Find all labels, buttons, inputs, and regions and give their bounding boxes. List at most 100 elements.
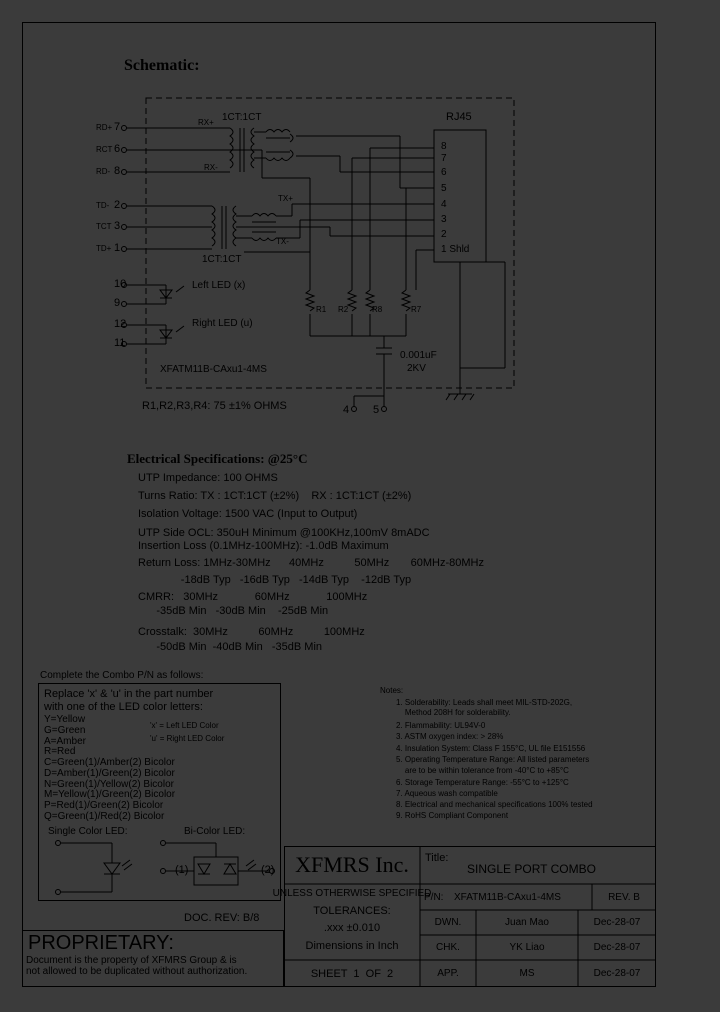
note-item: 6. Storage Temperature Range: -55°C to +…	[396, 778, 569, 787]
dimensions-unit: Dimensions in Inch	[305, 940, 399, 952]
title-label: Title:	[425, 852, 449, 864]
proprietary-text: Document is the property of XFMRS Group …	[26, 955, 237, 966]
row-name: MS	[519, 968, 535, 979]
note-item: Method 208H for solderability.	[396, 708, 511, 717]
proprietary-title: PROPRIETARY:	[28, 932, 174, 954]
color-code: Q=Green(1)/Red(2) Bicolor	[44, 811, 165, 822]
drawing-title: SINGLE PORT COMBO	[467, 862, 596, 876]
resistor-label: R1	[316, 305, 327, 314]
note-item: 2. Flammability: UL94V-0	[396, 721, 486, 730]
color-code: M=Yellow(1)/Green(2) Bicolor	[44, 789, 176, 800]
pin-number: 8	[114, 165, 121, 177]
ratio-top: 1CT:1CT	[222, 112, 262, 123]
rj45-pin: 3	[441, 214, 447, 225]
replace-line: with one of the LED color letters:	[44, 701, 203, 713]
bicolor-pin-1: (1)	[175, 864, 189, 876]
led-pin: 9	[114, 297, 121, 309]
tx-minus-label: TX-	[276, 237, 289, 246]
pin-label: RD+	[96, 123, 113, 132]
bottom-pin: 5	[373, 404, 380, 416]
color-code: C=Green(1)/Amber(2) Bicolor	[44, 757, 175, 768]
led-pin: 12	[114, 318, 127, 330]
sheet-number: SHEET 1 OF 2	[310, 967, 394, 980]
row-name: YK Liao	[509, 942, 545, 953]
ratio-bottom: 1CT:1CT	[202, 254, 242, 265]
rj45-label: RJ45	[446, 111, 472, 123]
tolerance-value: .xxx ±0.010	[323, 922, 381, 934]
resistor-label: R2	[338, 305, 349, 314]
pin-label: TCT	[96, 222, 112, 231]
pin-label: TD+	[96, 244, 112, 253]
note-item: 9. RoHS Compliant Component	[396, 811, 509, 820]
note-item: 8. Electrical and mechanical specificati…	[396, 800, 593, 809]
rj45-pin: 1 Shld	[441, 244, 470, 255]
combo-heading: Complete the Combo P/N as follows:	[40, 670, 204, 681]
pin-number: 7	[114, 121, 121, 133]
resistor-label: R7	[411, 305, 422, 314]
tolerances-label: TOLERANCES:	[313, 905, 391, 917]
row-date: Dec-28-07	[593, 968, 641, 979]
doc-revision: DOC. REV: B/8	[184, 912, 260, 924]
part-number: XFATM11B-CAxu1-4MS	[454, 891, 561, 903]
notes-heading: Notes:	[380, 686, 404, 695]
pin-label: RD-	[96, 167, 111, 176]
capacitor-voltage: 2KV	[407, 363, 426, 374]
rx-minus-label: RX-	[204, 163, 218, 172]
row-name: Juan Mao	[505, 917, 549, 928]
combo-box	[38, 683, 281, 901]
bicolor-led-label: Bi-Color LED:	[184, 826, 246, 837]
rj45-pin: 5	[441, 183, 447, 194]
spec-line: UTP Impedance: 100 OHMS	[138, 472, 278, 484]
proprietary-text: not allowed to be duplicated without aut…	[26, 966, 248, 977]
note-item: are to be within tolerance from -40°C to…	[396, 766, 569, 775]
company-name: XFMRS Inc.	[295, 852, 409, 877]
rj45-pin: 8	[441, 141, 447, 152]
spec-line: Crosstalk: 30MHz 60MHz 100MHz	[138, 626, 365, 638]
note-item: 5. Operating Temperature Range: All list…	[396, 755, 590, 764]
led-pin: 10	[114, 278, 127, 290]
pin-number: 1	[114, 242, 121, 254]
pin-number: 6	[114, 143, 121, 155]
spec-line: -35dB Min -30dB Min -25dB Min	[138, 605, 329, 617]
note-item: 3. ASTM oxygen index: > 28%	[396, 732, 504, 741]
row-label: DWN.	[434, 917, 462, 928]
x-note: 'x' = Left LED Color	[150, 721, 219, 730]
spec-line: -50dB Min -40dB Min -35dB Min	[138, 641, 323, 653]
bottom-pin: 4	[343, 404, 350, 416]
row-label: CHK.	[436, 942, 460, 953]
spec-line: UTP Side OCL: 350uH Minimum @100KHz,100m…	[138, 527, 430, 539]
left-led-label: Left LED (x)	[192, 280, 246, 291]
spec-line: Turns Ratio: TX : 1CT:1CT (±2%) RX : 1CT…	[138, 490, 412, 502]
led-pin: 11	[114, 337, 126, 349]
color-code: D=Amber(1)/Green(2) Bicolor	[44, 768, 175, 779]
rj45-pin: 4	[441, 199, 447, 210]
note-item: 1. Solderability: Leads shall meet MIL-S…	[396, 698, 573, 707]
pin-number: 3	[114, 220, 121, 232]
unless-specified: UNLESS OTHERWISE SPECIFIED	[272, 887, 432, 899]
rj45-pin: 2	[441, 229, 447, 240]
color-code: N=Green(1)/Yellow(2) Bicolor	[44, 779, 174, 790]
color-code: R=Red	[44, 746, 76, 757]
color-code: G=Green	[44, 725, 86, 736]
u-note: 'u' = Right LED Color	[150, 734, 225, 743]
rj45-pin: 7	[441, 153, 447, 164]
tx-plus-label: TX+	[278, 194, 293, 203]
pin-number: 2	[114, 199, 121, 211]
resistor-label: R8	[372, 305, 383, 314]
color-code: Y=Yellow	[44, 714, 86, 725]
capacitor-value: 0.001uF	[400, 350, 437, 361]
rx-plus-label: RX+	[198, 118, 214, 127]
row-label: APP.	[437, 968, 459, 979]
pn-label: P/N:	[424, 891, 444, 903]
spec-line: CMRR: 30MHz 60MHz 100MHz	[138, 591, 368, 603]
spec-line: Insertion Loss (0.1MHz-100MHz): -1.0dB M…	[138, 540, 389, 552]
electrical-title: Electrical Specifications: @25°C	[127, 451, 308, 466]
row-date: Dec-28-07	[593, 917, 641, 928]
spec-line: Isolation Voltage: 1500 VAC (Input to Ou…	[138, 508, 358, 520]
note-item: 4. Insulation System: Class F 155°C, UL …	[396, 744, 586, 753]
row-date: Dec-28-07	[593, 942, 641, 953]
color-code: A=Amber	[44, 736, 86, 747]
